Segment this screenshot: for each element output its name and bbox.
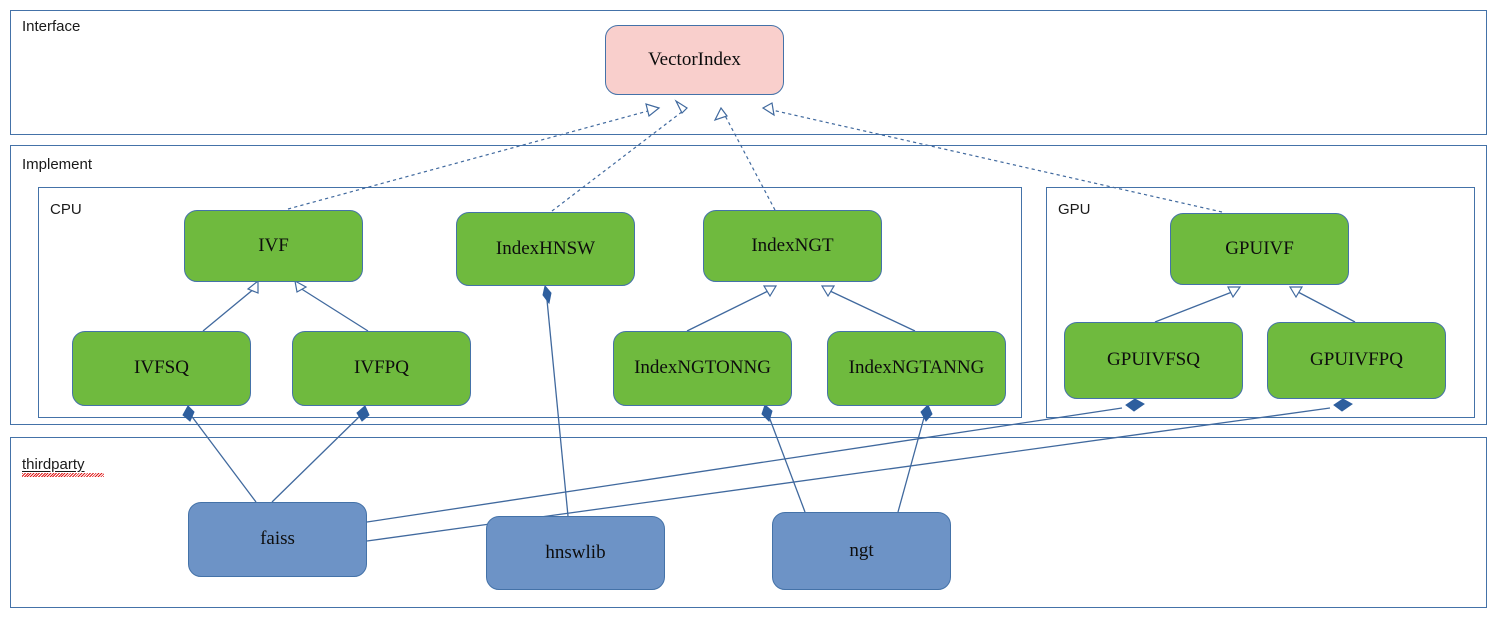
node-gpuivfsq[interactable]: GPUIVFSQ (1064, 322, 1243, 399)
node-ivfsq[interactable]: IVFSQ (72, 331, 251, 406)
container-interface-label: Interface (22, 18, 81, 35)
spellcheck-squiggle (22, 473, 104, 477)
container-implement-label: Implement (22, 156, 93, 173)
node-indexngtanng[interactable]: IndexNGTANNG (827, 331, 1006, 406)
node-gpuivfpq[interactable]: GPUIVFPQ (1267, 322, 1446, 399)
node-hnswlib[interactable]: hnswlib (486, 516, 665, 590)
node-indexhnsw[interactable]: IndexHNSW (456, 212, 635, 286)
container-cpu-label: CPU (50, 201, 82, 218)
node-gpuivf[interactable]: GPUIVF (1170, 213, 1349, 285)
container-thirdparty-label: thirdparty (22, 456, 85, 473)
node-ngt[interactable]: ngt (772, 512, 951, 590)
node-vectorindex[interactable]: VectorIndex (605, 25, 784, 95)
node-ivf[interactable]: IVF (184, 210, 363, 282)
node-indexngtonng[interactable]: IndexNGTONNG (613, 331, 792, 406)
node-ivfpq[interactable]: IVFPQ (292, 331, 471, 406)
node-indexngt[interactable]: IndexNGT (703, 210, 882, 282)
container-gpu-label: GPU (1058, 201, 1091, 218)
node-faiss[interactable]: faiss (188, 502, 367, 577)
